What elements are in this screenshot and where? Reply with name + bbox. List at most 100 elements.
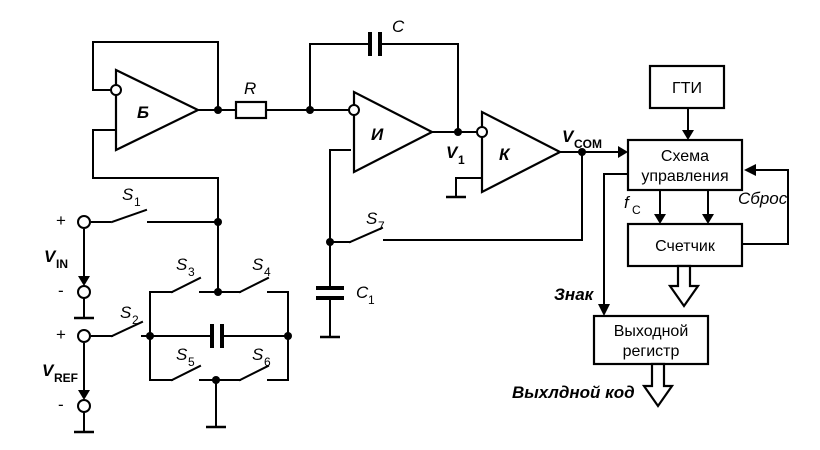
- junction-integrator-in: [306, 106, 314, 114]
- vref-arrow-head: [78, 390, 90, 400]
- capacitor-c1-label: C: [356, 283, 369, 302]
- buffer-label: Б: [137, 103, 149, 122]
- wires: [83, 41, 789, 427]
- switch-s3-blade: [170, 276, 202, 294]
- s6-right-wire: [267, 335, 289, 381]
- control-label-line2: управления: [641, 168, 728, 185]
- switch-s5-blade: [170, 364, 202, 382]
- integrator-triangle: [352, 90, 435, 174]
- resistor-r: R: [234, 79, 268, 120]
- sign-arrow-head: [598, 304, 610, 316]
- buffer-inverting-bubble: [110, 84, 122, 96]
- vref-plus-sign: +: [56, 325, 66, 344]
- integrator-plus-wire: [329, 149, 351, 289]
- output-register-line2: регистр: [623, 343, 680, 360]
- control-block: Схема управления: [626, 138, 744, 192]
- comparator-triangle: [480, 110, 563, 194]
- switch-s3: S 3: [170, 255, 202, 294]
- junction-vcom: [578, 148, 586, 156]
- integrator-inverting-bubble: [348, 104, 360, 116]
- buffer-opamp: Б: [110, 68, 201, 152]
- switch-s2-label: S: [120, 303, 132, 322]
- comparator-ground-wire: [455, 177, 485, 197]
- vref-minus-terminal: [77, 399, 91, 413]
- node-labels: V 1 V COM + - V IN + - V REF: [42, 127, 602, 414]
- vcom-label: V: [562, 127, 575, 146]
- resistor-body: [234, 100, 268, 120]
- switch-s7-label: S: [366, 209, 378, 228]
- switch-s3-label: S: [176, 255, 188, 274]
- switch-s7: S 7: [348, 209, 385, 244]
- reset-arrow-head: [744, 164, 756, 176]
- vcom-sub: COM: [574, 137, 602, 151]
- switch-s6-blade: [238, 364, 270, 382]
- v1-label: V: [446, 143, 459, 162]
- junction-cref-right: [284, 332, 292, 340]
- comparator-inverting-bubble: [476, 126, 488, 138]
- switch-s5-label: S: [176, 345, 188, 364]
- counter-block: Счетчик: [626, 222, 744, 268]
- vin-arrow-head: [78, 276, 90, 286]
- vref-sub: REF: [54, 371, 78, 385]
- switch-s2-sub: 2: [132, 313, 139, 327]
- switch-s7-sub: 7: [378, 219, 385, 233]
- switch-s6: S 6: [238, 345, 271, 382]
- sign-wire: [603, 173, 629, 305]
- control-box: [626, 138, 744, 192]
- switch-s5-sub: 5: [188, 355, 195, 369]
- vin-label: V: [44, 247, 57, 266]
- capacitor-c: C: [368, 17, 405, 56]
- switch-s3-sub: 3: [188, 265, 195, 279]
- junction-buffer-out: [214, 106, 222, 114]
- input-terminals: [77, 215, 91, 433]
- integrator-opamp: И: [348, 90, 435, 174]
- vref-plus-terminal: [77, 329, 91, 343]
- counter-box: [626, 222, 744, 268]
- junction-c1: [326, 238, 334, 246]
- fc-mid-label: f: [624, 193, 631, 212]
- junctions: [146, 106, 586, 384]
- switch-s5: S 5: [170, 345, 202, 382]
- capacitor-c-label: C: [392, 17, 405, 36]
- switch-s4: S 4: [238, 255, 271, 294]
- junction-s5-s6: [212, 376, 220, 384]
- sign-label: Знак: [554, 285, 595, 304]
- vin-sub: IN: [56, 257, 68, 271]
- fc-counter-arrow-head: [654, 214, 666, 224]
- vin-minus-sign: -: [58, 281, 64, 300]
- junction-v1: [454, 128, 462, 136]
- resistor-label: R: [244, 79, 256, 98]
- reset-counter-arrow-head: [702, 214, 714, 224]
- reset-label: Сброс: [738, 189, 788, 208]
- switch-s4-blade: [238, 276, 270, 294]
- junction-s3-s4: [214, 288, 222, 296]
- cap-c-left-wire: [309, 43, 369, 111]
- counter-reset-loop-wire: [741, 169, 789, 245]
- output-register-line1: Выходной: [614, 323, 689, 340]
- output-register-box: [592, 314, 710, 366]
- buffer-input-wire: [92, 129, 219, 223]
- comparator-opamp: К: [476, 110, 563, 194]
- gti-block: ГТИ: [648, 64, 726, 110]
- switch-s1-label: S: [122, 185, 134, 204]
- switch-s6-sub: 6: [264, 355, 271, 369]
- vin-plus-terminal: [77, 215, 91, 229]
- switch-s2: S 2: [110, 303, 144, 338]
- capacitor-c1-sub: 1: [368, 293, 375, 307]
- vin-plus-sign: +: [56, 211, 66, 230]
- junction-s2: [146, 332, 154, 340]
- buffer-triangle: [114, 68, 201, 152]
- vref-minus-sign: -: [58, 395, 64, 414]
- switch-s1-blade: [110, 208, 148, 224]
- output-code-bus-arrow: [641, 362, 675, 408]
- vref-label: V: [42, 361, 55, 380]
- s4-right-wire: [267, 291, 289, 337]
- switch-s1-sub: 1: [134, 195, 141, 209]
- capacitor-ref: [210, 324, 224, 348]
- switch-s2-blade: [110, 320, 144, 338]
- vcom-arrow-head: [618, 146, 628, 158]
- junction-s1: [214, 218, 222, 226]
- control-label-line1: Схема: [661, 148, 709, 165]
